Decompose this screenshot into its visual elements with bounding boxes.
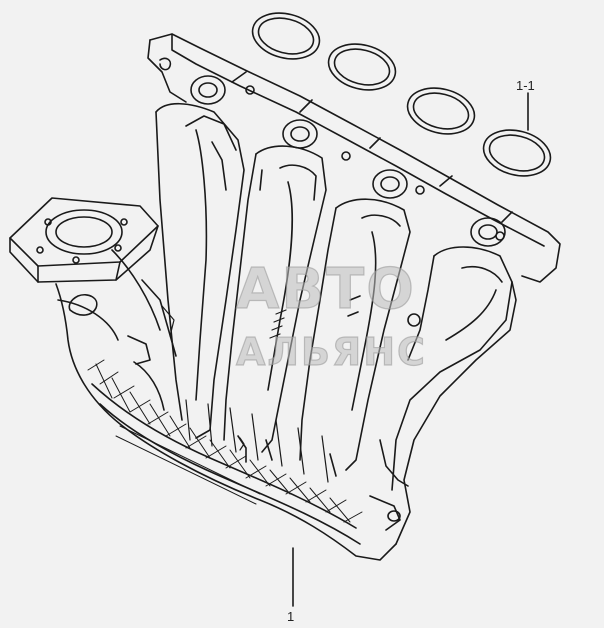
plenum-body [55, 249, 517, 561]
gasket-rings [251, 12, 552, 177]
throttle-flange [9, 197, 159, 283]
port-boss [190, 75, 226, 105]
port-boss [470, 217, 506, 247]
gasket-ring [482, 129, 552, 177]
port-boss [372, 169, 408, 199]
gasket-ring [327, 43, 397, 91]
runner-ribs [161, 305, 329, 483]
head-flange [147, 33, 561, 283]
runner-3 [299, 198, 411, 471]
runner-4 [391, 246, 513, 491]
watermark-line-1: АВТО [235, 257, 416, 322]
gasket-ring [406, 87, 476, 135]
port-bosses [190, 75, 506, 247]
watermark-line-2: АЛЬЯНС [235, 330, 427, 374]
port-boss [282, 119, 318, 149]
gasket-ring [251, 12, 321, 60]
runner-2 [223, 145, 327, 453]
ribbed-underside [87, 359, 363, 523]
callout-intake-manifold: 1 [287, 609, 295, 624]
callout-gasket-ring: 1-1 [516, 78, 535, 93]
runner-1 [155, 102, 245, 439]
